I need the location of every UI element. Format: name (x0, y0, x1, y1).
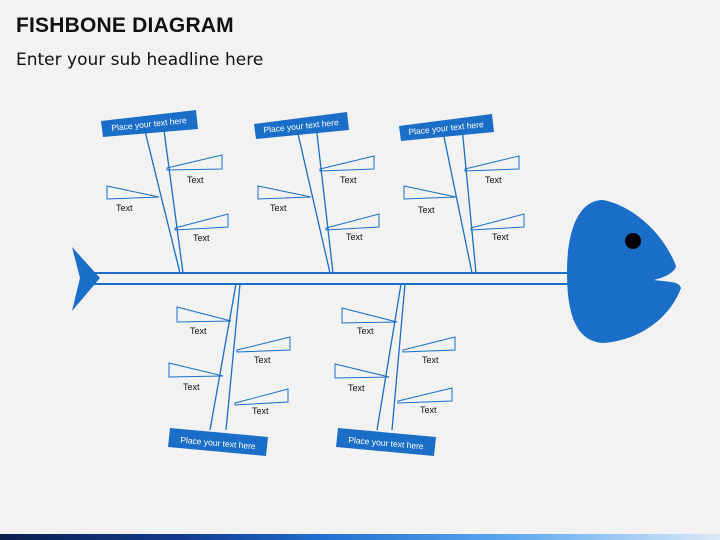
branch-item: Text (348, 383, 365, 393)
bone-upper-3: Place your text here Text Text Text (399, 114, 525, 274)
branch-item: Text (252, 406, 269, 416)
branch-item: Text (420, 405, 437, 415)
branch-item: Text (346, 232, 363, 242)
page-title: FISHBONE DIAGRAM (16, 14, 234, 37)
page-subtitle: Enter your sub headline here (16, 50, 264, 70)
branch-item: Text (422, 355, 439, 365)
branch-item: Text (270, 203, 287, 213)
bone-upper-2: Place your text here Text Text Text (254, 112, 380, 274)
fish-spine (90, 272, 588, 285)
bottom-accent-bar (0, 534, 720, 540)
category-label-box[interactable]: Place your text here (168, 428, 268, 456)
bone-lower-1: Text Text Text Place your text here (168, 283, 291, 456)
branch-item: Text (183, 382, 200, 392)
branch-item: Text (187, 175, 204, 185)
category-label-box[interactable]: Place your text here (336, 428, 436, 456)
bone-upper-1: Place your text here Text Text Text (101, 110, 229, 274)
branch-item: Text (340, 175, 357, 185)
branch-item: Text (485, 175, 502, 185)
category-label-box[interactable]: Place your text here (254, 112, 349, 139)
category-label-box[interactable]: Place your text here (399, 114, 494, 141)
branch-item: Text (418, 205, 435, 215)
category-label-box[interactable]: Place your text here (101, 110, 198, 137)
bone-lower-2: Text Text Text Place your text here (334, 283, 456, 456)
branch-item: Text (492, 232, 509, 242)
branch-item: Text (357, 326, 374, 336)
branch-item: Text (116, 203, 133, 213)
branch-item: Text (190, 326, 207, 336)
branch-item: Text (193, 233, 210, 243)
bone-lower-1-extra (234, 388, 289, 406)
fish-tail (72, 247, 100, 311)
fish-eye (625, 233, 641, 249)
branch-item: Text (254, 355, 271, 365)
fish-head (567, 200, 681, 343)
